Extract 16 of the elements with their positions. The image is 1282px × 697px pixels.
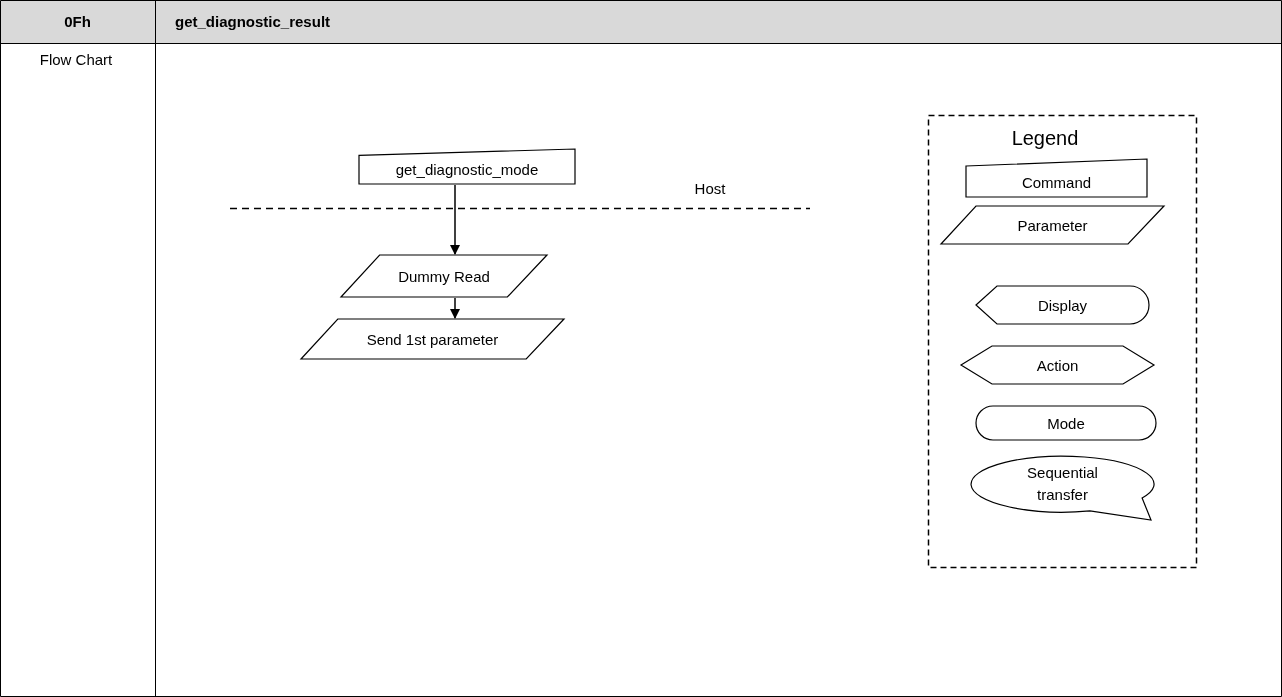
parameter-box: Dummy Read: [340, 254, 548, 298]
legend-symbol: Display: [975, 285, 1150, 325]
header-text: 0Fh: [63, 12, 92, 32]
legend-symbol: Action: [960, 345, 1155, 385]
legend-title: Legend: [1010, 125, 1080, 151]
legend-symbol: Parameter: [940, 205, 1165, 245]
header-text: get_diagnostic_result: [175, 12, 332, 32]
row-label: Flow Chart: [38, 49, 114, 70]
legend-symbol: Command: [965, 158, 1148, 198]
legend-symbol: Sequential transfer: [970, 455, 1155, 521]
command-box: get_diagnostic_mode: [358, 148, 576, 185]
legend-symbol: Mode: [975, 405, 1157, 441]
parameter-box: Send 1st parameter: [300, 318, 565, 360]
side-label: Host: [693, 178, 727, 198]
arrow: [450, 184, 460, 255]
arrow: [450, 297, 460, 319]
